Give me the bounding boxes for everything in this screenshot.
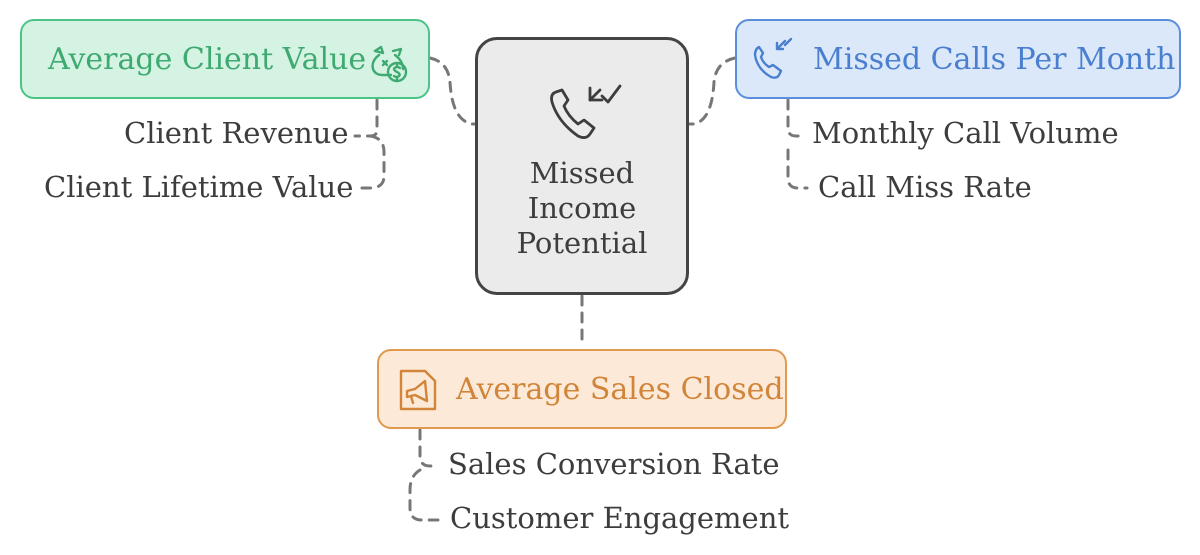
connector-client-value	[428, 56, 486, 126]
phone-callback-icon	[753, 37, 793, 79]
call-miss-rate-item: Call Miss Rate	[818, 170, 1032, 204]
connector-sales-conversion	[418, 428, 439, 468]
sales-conversion-rate-item: Sales Conversion Rate	[448, 447, 780, 481]
center-title-line-3: Potential	[516, 226, 648, 260]
missed-calls-box: Missed Calls Per Month	[735, 19, 1181, 99]
connector-monthly-call-volume	[786, 98, 805, 138]
phone-missed-icon	[550, 84, 622, 139]
center-title: Missed Income Potential	[478, 156, 686, 261]
connector-call-miss-rate	[786, 148, 809, 190]
average-client-value-label: Average Client Value	[48, 41, 367, 77]
center-title-line-2: Income	[527, 191, 637, 225]
customer-engagement-item: Customer Engagement	[450, 501, 790, 535]
monthly-call-volume-item: Monthly Call Volume	[812, 116, 1119, 150]
money-bags-icon	[371, 45, 408, 83]
average-client-value-box: Average Client Value	[20, 19, 430, 99]
average-sales-closed-label: Average Sales Closed	[456, 371, 784, 407]
megaphone-document-icon	[399, 369, 437, 411]
connector-client-lifetime	[360, 134, 386, 190]
connector-missed-calls	[680, 56, 737, 126]
center-title-line-1: Missed	[529, 156, 635, 190]
client-revenue-item: Client Revenue	[124, 116, 349, 150]
connector-customer-engagement	[408, 468, 440, 522]
missed-income-potential-node: Missed Income Potential	[475, 37, 689, 295]
average-sales-closed-box: Average Sales Closed	[377, 349, 787, 429]
connector-client-revenue	[353, 98, 379, 138]
client-lifetime-value-item: Client Lifetime Value	[44, 170, 354, 204]
missed-calls-label: Missed Calls Per Month	[813, 41, 1176, 77]
